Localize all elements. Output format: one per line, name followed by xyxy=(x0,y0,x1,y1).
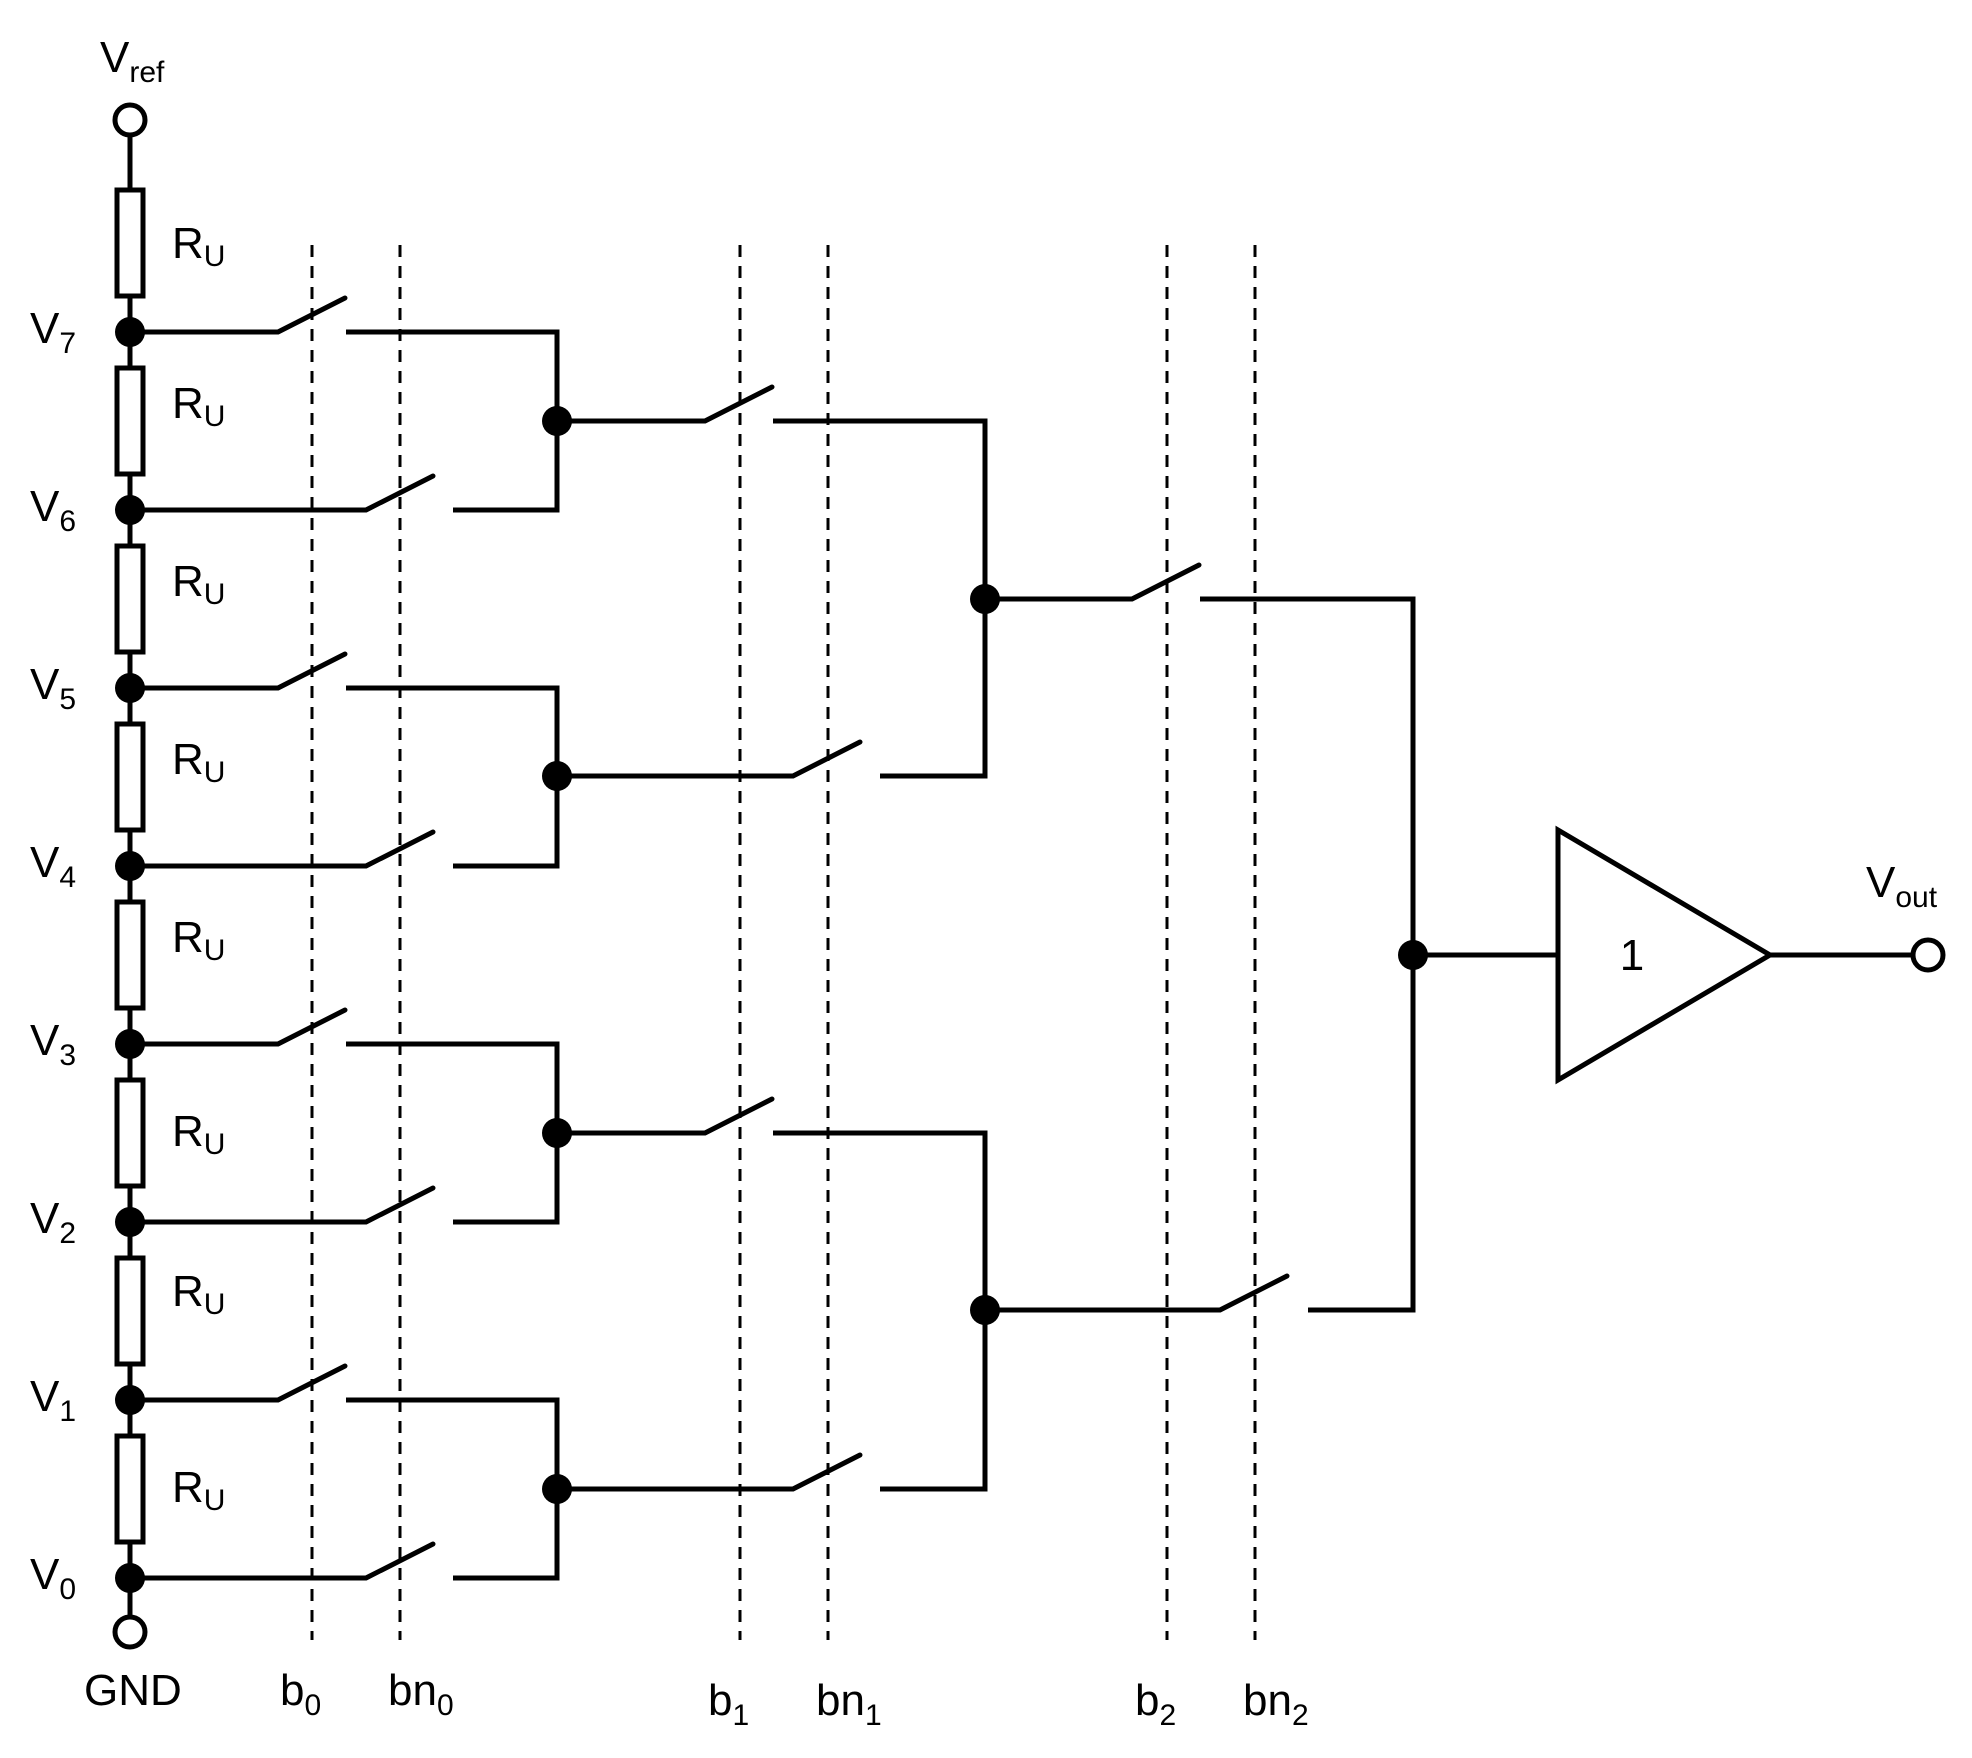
output-label: Vout xyxy=(1866,858,1938,914)
control-label-b2: b2 xyxy=(1135,1676,1176,1732)
switch-b0-v1 xyxy=(275,1363,348,1403)
switch-bn0-v4 xyxy=(363,829,436,869)
tap-node-v6 xyxy=(115,495,145,525)
vref-terminal xyxy=(112,102,148,138)
resistor-label: RU xyxy=(172,735,225,789)
control-lines xyxy=(310,245,1257,1640)
tap-node-v0 xyxy=(115,1563,145,1593)
unity-buffer xyxy=(1555,825,1775,1085)
merge-node-s0-a xyxy=(542,406,572,436)
resistor-r6 xyxy=(114,365,146,477)
resistor-r1 xyxy=(114,1255,146,1367)
merge-node-s1-b xyxy=(970,1295,1000,1325)
resistor-label: RU xyxy=(172,1463,225,1517)
control-label-b0: b0 xyxy=(280,1666,321,1722)
tap-label-v0: V0 xyxy=(30,1550,76,1606)
merge-node-s0-b xyxy=(542,761,572,791)
resistor-label: RU xyxy=(172,1107,225,1161)
tap-label-v2: V2 xyxy=(30,1194,76,1250)
switch-b1-upper xyxy=(702,384,775,424)
output-terminal xyxy=(1910,937,1946,973)
resistor-r0 xyxy=(114,1433,146,1545)
resistor-label: RU xyxy=(172,379,225,433)
switch-b0-v3 xyxy=(275,1007,348,1047)
resistor-label: RU xyxy=(172,219,225,273)
labels: Vref GND RU RU RU RU RU RU RU RU V7 V6 V… xyxy=(30,33,1938,1732)
merge-node-s0-c xyxy=(542,1118,572,1148)
stage-0-wiring xyxy=(130,295,560,1581)
stage-2-wiring xyxy=(985,562,1416,1313)
switch-b2 xyxy=(1129,562,1202,602)
stage-1-wiring xyxy=(557,384,988,1492)
output-stage: 1 xyxy=(1413,825,1912,1085)
resistor-ladder xyxy=(114,135,146,1615)
switch-b0-v5 xyxy=(275,651,348,691)
tap-label-v1: V1 xyxy=(30,1372,76,1428)
tap-label-v5: V5 xyxy=(30,660,76,716)
switch-b1-lower xyxy=(702,1096,775,1136)
merge-node-s2 xyxy=(1398,940,1428,970)
tap-node-v4 xyxy=(115,851,145,881)
tap-label-v6: V6 xyxy=(30,482,76,538)
tap-node-v5 xyxy=(115,673,145,703)
resistor-r3 xyxy=(114,899,146,1011)
merge-node-s0-d xyxy=(542,1474,572,1504)
tap-label-v4: V4 xyxy=(30,838,76,894)
control-label-bn1: bn1 xyxy=(816,1676,882,1732)
resistor-label: RU xyxy=(172,557,225,611)
switch-bn0-v2 xyxy=(363,1185,436,1225)
vref-label: Vref xyxy=(100,33,165,89)
switch-bn2 xyxy=(1217,1273,1290,1313)
control-label-b1: b1 xyxy=(708,1676,749,1732)
resistor-r7 xyxy=(114,187,146,299)
resistor-label: RU xyxy=(172,1267,225,1321)
gnd-label: GND xyxy=(84,1666,182,1715)
tap-label-v3: V3 xyxy=(30,1016,76,1072)
resistor-r5 xyxy=(114,543,146,655)
tap-label-v7: V7 xyxy=(30,304,76,360)
gnd-terminal xyxy=(112,1614,148,1650)
resistor-label: RU xyxy=(172,913,225,967)
merge-node-s1-a xyxy=(970,584,1000,614)
control-label-bn0: bn0 xyxy=(388,1666,454,1722)
buffer-gain-label: 1 xyxy=(1620,931,1644,980)
control-label-bn2: bn2 xyxy=(1243,1676,1309,1732)
tap-node-v1 xyxy=(115,1385,145,1415)
junction-dots xyxy=(115,317,1428,1593)
switch-bn1-upper xyxy=(790,739,863,779)
tap-node-v7 xyxy=(115,317,145,347)
tap-node-v2 xyxy=(115,1207,145,1237)
switch-b0-v7 xyxy=(275,295,348,335)
switch-bn1-lower xyxy=(790,1452,863,1492)
switch-bn0-v0 xyxy=(363,1541,436,1581)
resistor-r2 xyxy=(114,1077,146,1189)
resistor-r4 xyxy=(114,721,146,833)
tap-node-v3 xyxy=(115,1029,145,1059)
switch-bn0-v6 xyxy=(363,473,436,513)
